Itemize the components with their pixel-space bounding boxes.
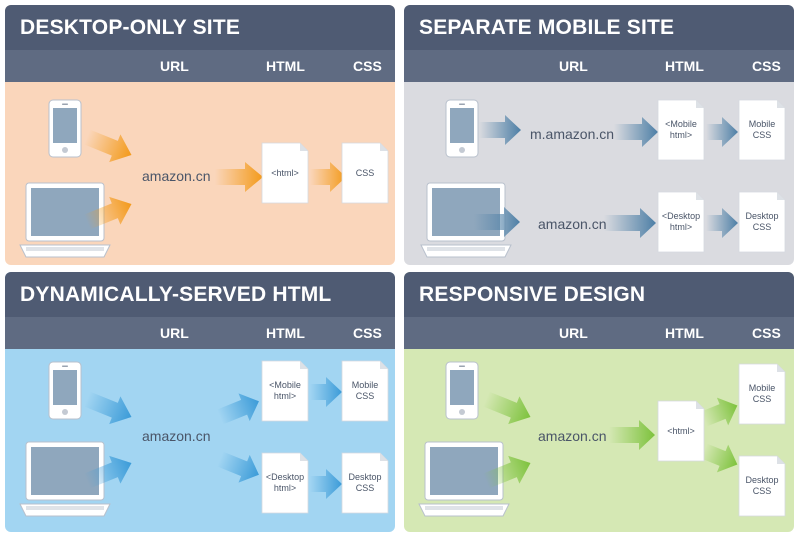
arrow-html-to-css [310, 162, 346, 192]
column-css: CSS [752, 325, 781, 341]
mobile-css-label: Mobile CSS [342, 380, 388, 402]
mobile-css-line-1: Mobile [351, 380, 379, 390]
mobile-html-line-2: html> [669, 130, 693, 140]
panel-title: DESKTOP-ONLY SITE [5, 5, 395, 50]
column-header-bar: URL HTML CSS [5, 50, 395, 82]
desktop-css-line-2: CSS [752, 486, 772, 496]
mobile-css-label: Mobile CSS [739, 119, 785, 141]
arrow-desktop-html-to-css [706, 208, 738, 238]
mobile-html-line-1: <Mobile [269, 380, 301, 390]
desktop-css-label: Desktop CSS [739, 211, 785, 233]
column-url: URL [160, 58, 189, 74]
phone-icon [48, 361, 82, 420]
column-html: HTML [266, 325, 305, 341]
arrow-laptop-to-url [483, 455, 531, 489]
desktop-css-label: Desktop CSS [739, 475, 785, 497]
arrow-html-to-mobile-css [701, 397, 738, 427]
html-label: <html> [271, 168, 299, 178]
desktop-css-line-1: Desktop [745, 211, 779, 221]
desktop-css-line-1: Desktop [745, 475, 779, 485]
arrow-mobile-url-to-html [614, 117, 658, 147]
column-css: CSS [752, 58, 781, 74]
column-url: URL [160, 325, 189, 341]
desktop-html-line-1: <Desktop [265, 472, 305, 482]
phone-icon [48, 99, 82, 158]
desktop-url-label: amazon.cn [538, 216, 607, 232]
arrow-mobile-html-to-css [706, 117, 738, 147]
arrow-phone-to-url [483, 391, 531, 425]
column-html: HTML [665, 325, 704, 341]
column-html: HTML [665, 58, 704, 74]
column-url: URL [559, 58, 588, 74]
mobile-css-line-2: CSS [355, 391, 375, 401]
panel-title: SEPARATE MOBILE SITE [404, 5, 794, 50]
desktop-css-line-2: CSS [355, 483, 375, 493]
arrow-mobile-html-to-css [310, 377, 342, 407]
mobile-css-line-1: Mobile [748, 383, 776, 393]
panel-desktop-only: DESKTOP-ONLY SITE URL HTML CSS amazon.cn [5, 5, 395, 265]
mobile-css-line-1: Mobile [748, 119, 776, 129]
url-label: amazon.cn [142, 168, 211, 184]
desktop-html-label: <Desktop html> [262, 472, 308, 494]
mobile-html-line-2: html> [273, 391, 297, 401]
panel-title: DYNAMICALLY-SERVED HTML [5, 272, 395, 317]
url-label: amazon.cn [142, 428, 211, 444]
mobile-html-label: <Mobile html> [658, 119, 704, 141]
mobile-html-label: <Mobile html> [262, 380, 308, 402]
mobile-html-line-1: <Mobile [665, 119, 697, 129]
arrow-laptop-to-url [84, 455, 132, 489]
desktop-html-line-2: html> [273, 483, 297, 493]
arrow-url-to-desktop-html [217, 451, 259, 483]
panel-separate-mobile: SEPARATE MOBILE SITE URL HTML CSS [404, 5, 794, 265]
phone-icon [445, 99, 479, 158]
column-css: CSS [353, 325, 382, 341]
desktop-css-label: Desktop CSS [342, 472, 388, 494]
panel-responsive-design: RESPONSIVE DESIGN URL HTML CSS [404, 272, 794, 532]
column-css: CSS [353, 58, 382, 74]
desktop-css-line-1: Desktop [348, 472, 382, 482]
arrow-url-to-html [609, 420, 655, 450]
arrow-laptop-to-desktop-url [474, 207, 520, 237]
arrow-phone-to-url [84, 129, 132, 163]
column-html: HTML [266, 58, 305, 74]
arrow-phone-to-url [84, 391, 132, 425]
panel-dynamically-served: DYNAMICALLY-SERVED HTML URL HTML CSS [5, 272, 395, 532]
arrow-url-to-mobile-html [217, 393, 259, 425]
column-url: URL [559, 325, 588, 341]
arrow-desktop-html-to-css [310, 469, 342, 499]
column-header-bar: URL HTML CSS [404, 50, 794, 82]
html-label: <html> [667, 426, 695, 436]
css-label: CSS [355, 168, 375, 178]
arrow-laptop-to-url [84, 196, 132, 230]
desktop-html-line-2: html> [669, 222, 693, 232]
phone-icon [445, 361, 479, 420]
desktop-html-label: <Desktop html> [658, 211, 704, 233]
mobile-css-label: Mobile CSS [739, 383, 785, 405]
arrow-phone-to-mobile-url [479, 115, 521, 145]
mobile-css-line-2: CSS [752, 130, 772, 140]
panel-title: RESPONSIVE DESIGN [404, 272, 794, 317]
arrow-desktop-url-to-html [604, 208, 656, 238]
desktop-css-line-2: CSS [752, 222, 772, 232]
arrow-url-to-html [215, 162, 263, 192]
mobile-css-line-2: CSS [752, 394, 772, 404]
column-header-bar: URL HTML CSS [404, 317, 794, 349]
url-label: amazon.cn [538, 428, 607, 444]
mobile-url-label: m.amazon.cn [530, 126, 615, 142]
column-header-bar: URL HTML CSS [5, 317, 395, 349]
arrow-html-to-desktop-css [701, 443, 738, 473]
desktop-html-line-1: <Desktop [661, 211, 701, 221]
